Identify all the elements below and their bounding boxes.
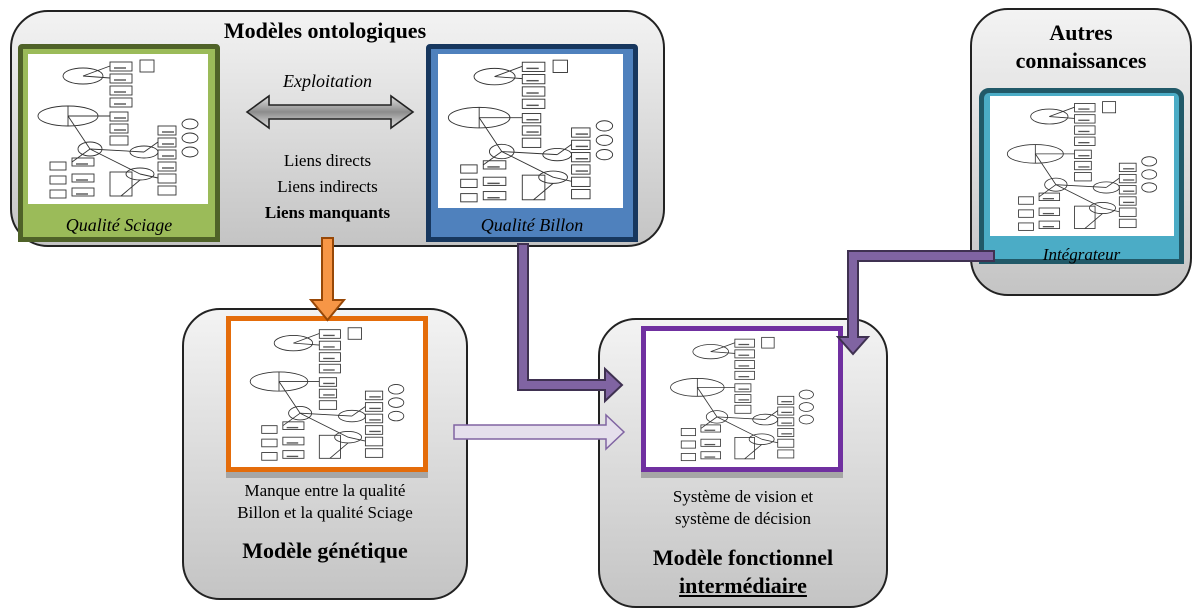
exploitation-label: Exploitation: [283, 71, 372, 91]
genetic-model-title: Modèle génétique: [242, 538, 408, 563]
functional-model-title-line2: intermédiaire: [679, 573, 807, 598]
functional-model-image: [647, 332, 837, 466]
ontological-models-title: Modèles ontologiques: [223, 18, 427, 43]
genetic-caption-line2: Billon et la qualité Sciage: [237, 503, 413, 522]
integrateur-label: Intégrateur: [1042, 245, 1121, 264]
functional-caption-line2: système de décision: [675, 509, 811, 528]
qualite-billon-model-image: [438, 54, 623, 208]
exploitation-double-arrow: [245, 94, 415, 130]
functional-model-frame-shadow: [641, 472, 843, 478]
functional-model-title-line1: Modèle fonctionnel: [652, 545, 834, 570]
other-knowledge-title-line2: connaissances: [1015, 48, 1147, 73]
genetic-model-frame-shadow: [226, 472, 428, 478]
other-knowledge-title-line1: Autres: [1049, 20, 1113, 45]
functional-caption-line1: Système de vision et: [672, 487, 814, 506]
integrateur-model-image: [990, 96, 1174, 236]
link-indirect: Liens indirects: [277, 177, 378, 196]
light-genetic-to-functional-arrow: [453, 413, 626, 451]
purple-billon-arrow: [517, 243, 624, 404]
genetic-caption-line1: Manque entre la qualité: [244, 481, 406, 500]
qualite-sciage-model-image: [28, 54, 208, 204]
purple-integrateur-arrow: [835, 250, 995, 356]
genetic-model-image: [232, 322, 422, 466]
link-direct: Liens directs: [283, 151, 372, 170]
qualite-billon-label: Qualité Billon: [480, 215, 584, 235]
orange-down-arrow: [308, 237, 347, 322]
link-missing: Liens manquants: [264, 203, 391, 222]
qualite-sciage-label: Qualité Sciage: [65, 215, 173, 235]
